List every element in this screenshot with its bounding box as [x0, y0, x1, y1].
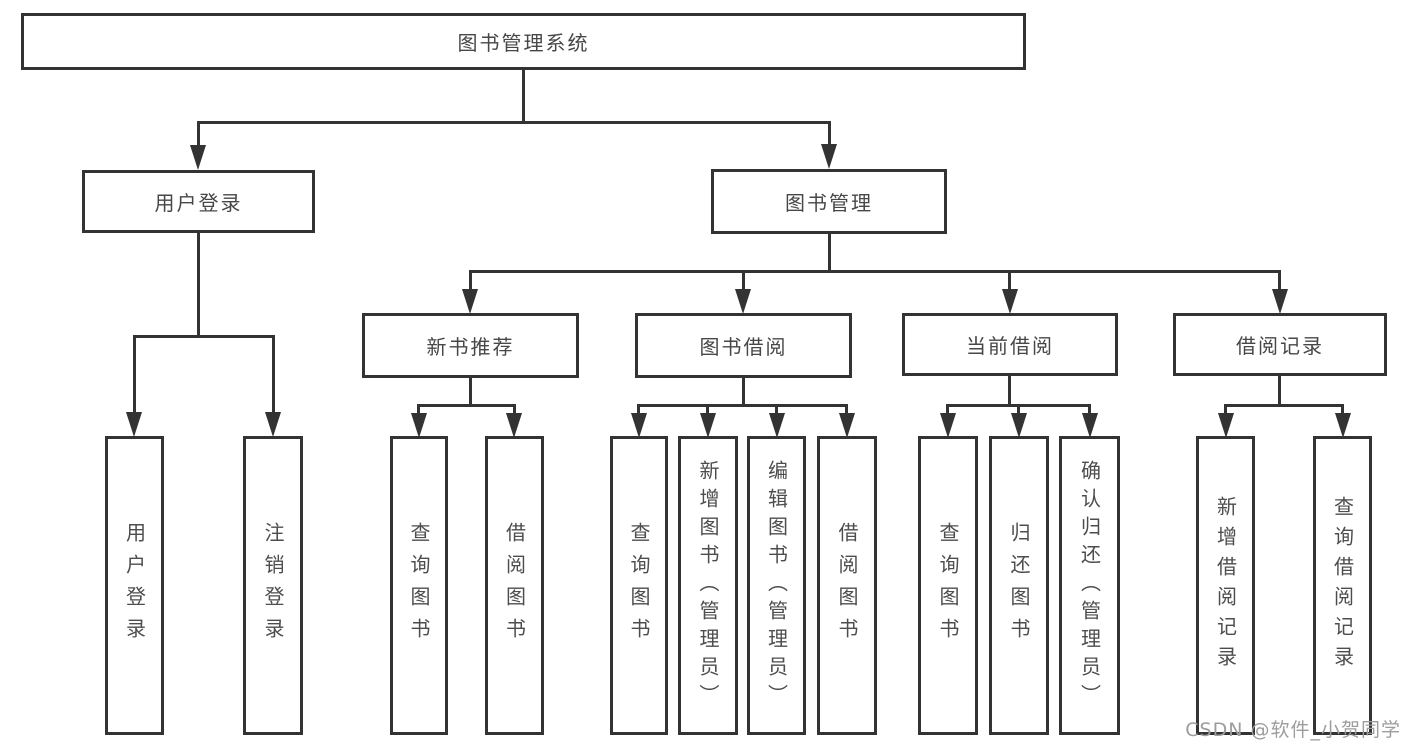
connector-line [1341, 404, 1344, 416]
arrowhead-down-icon [462, 289, 478, 314]
connector-line [828, 121, 831, 149]
arrowhead-down-icon [506, 413, 522, 438]
leaf-edit-books-admin: 编辑图书（管理员） [747, 436, 806, 735]
node-label: 查询图书 [627, 521, 651, 650]
connector-line [513, 404, 516, 416]
watermark: CSDN @软件_小贺同学 [1185, 719, 1401, 741]
connector-line [469, 378, 472, 406]
arrowhead-down-icon [1335, 413, 1351, 438]
node-label: 借阅图书 [502, 521, 527, 650]
connector-line [417, 404, 516, 407]
node-label: 归还图书 [1007, 521, 1031, 650]
node-label: 查询图书 [936, 521, 960, 650]
connector-line [1278, 270, 1281, 292]
node-label: 注销登录 [261, 521, 285, 650]
arrowhead-down-icon [1272, 289, 1288, 314]
arrowhead-down-icon [1082, 413, 1098, 438]
leaf-query-books-current: 查询图书 [918, 436, 978, 735]
arrowhead-down-icon [839, 413, 855, 438]
arrowhead-down-icon [735, 289, 751, 314]
connector-line [417, 404, 420, 416]
connector-line [742, 378, 745, 406]
connector-line [469, 270, 1281, 273]
connector-line [1008, 270, 1011, 292]
connector-line [1088, 404, 1091, 416]
connector-line [197, 121, 200, 149]
node-label: 借阅图书 [835, 521, 859, 650]
node-borrow-records: 借阅记录 [1173, 313, 1387, 376]
arrowhead-down-icon [1002, 289, 1018, 314]
connector-line [197, 121, 831, 124]
leaf-add-borrow-record: 新增借阅记录 [1196, 436, 1255, 735]
node-label: 图书管理 [785, 191, 873, 215]
node-label: 图书管理系统 [457, 31, 590, 55]
node-label: 借阅记录 [1236, 334, 1324, 358]
connector-line [272, 335, 275, 415]
node-label: 查询图书 [407, 521, 431, 650]
node-label: 查询借阅记录 [1330, 495, 1355, 676]
leaf-borrow-books-rec: 借阅图书 [485, 436, 544, 735]
connector-line [197, 233, 200, 337]
arrowhead-down-icon [265, 412, 281, 437]
connector-line [706, 404, 709, 416]
arrowhead-down-icon [190, 145, 206, 170]
node-root: 图书管理系统 [21, 13, 1026, 70]
connector-line [522, 70, 525, 123]
node-label: 用户登录 [122, 521, 147, 650]
node-book-management: 图书管理 [711, 169, 947, 234]
node-label: 新书推荐 [426, 335, 515, 359]
connector-line [828, 234, 831, 272]
node-label: 新增图书（管理员） [696, 459, 720, 712]
leaf-borrow-books: 借阅图书 [817, 436, 877, 735]
arrowhead-down-icon [821, 144, 837, 169]
leaf-user-login: 用户登录 [105, 436, 164, 735]
node-label: 编辑图书（管理员） [764, 459, 789, 712]
node-user-login: 用户登录 [82, 170, 315, 233]
connector-line [1278, 376, 1281, 406]
arrowhead-down-icon [1218, 413, 1234, 438]
node-label: 用户登录 [154, 191, 243, 215]
connector-line [1224, 404, 1344, 407]
connector-line [742, 270, 745, 292]
connector-line [133, 335, 136, 415]
node-label: 当前借阅 [966, 334, 1054, 358]
node-current-borrow: 当前借阅 [902, 313, 1118, 376]
leaf-confirm-return-admin: 确认归还（管理员） [1059, 436, 1120, 735]
leaf-return-books: 归还图书 [989, 436, 1049, 735]
node-label: 新增借阅记录 [1213, 495, 1238, 676]
connector-line [1017, 404, 1020, 416]
arrowhead-down-icon [769, 413, 785, 438]
arrowhead-down-icon [1011, 413, 1027, 438]
connector-line [775, 404, 778, 416]
connector-line [637, 404, 848, 407]
leaf-query-borrow-record: 查询借阅记录 [1313, 436, 1372, 735]
connector-line [845, 404, 848, 416]
node-label: 确认归还（管理员） [1077, 459, 1102, 712]
connector-line [1008, 376, 1011, 406]
node-new-book-recommend: 新书推荐 [362, 313, 579, 378]
leaf-query-books-rec: 查询图书 [390, 436, 448, 735]
arrowhead-down-icon [700, 413, 716, 438]
leaf-logout: 注销登录 [243, 436, 303, 735]
arrowhead-down-icon [940, 413, 956, 438]
connector-line [1224, 404, 1227, 416]
node-label: 图书借阅 [699, 335, 788, 359]
node-book-borrow: 图书借阅 [635, 313, 852, 378]
leaf-query-books-borrow: 查询图书 [610, 436, 668, 735]
connector-line [637, 404, 640, 416]
connector-line [946, 404, 949, 416]
arrowhead-down-icon [631, 413, 647, 438]
arrowhead-down-icon [411, 413, 427, 438]
leaf-add-books-admin: 新增图书（管理员） [678, 436, 738, 735]
connector-line [469, 270, 472, 292]
connector-line [133, 335, 275, 338]
arrowhead-down-icon [126, 412, 142, 437]
